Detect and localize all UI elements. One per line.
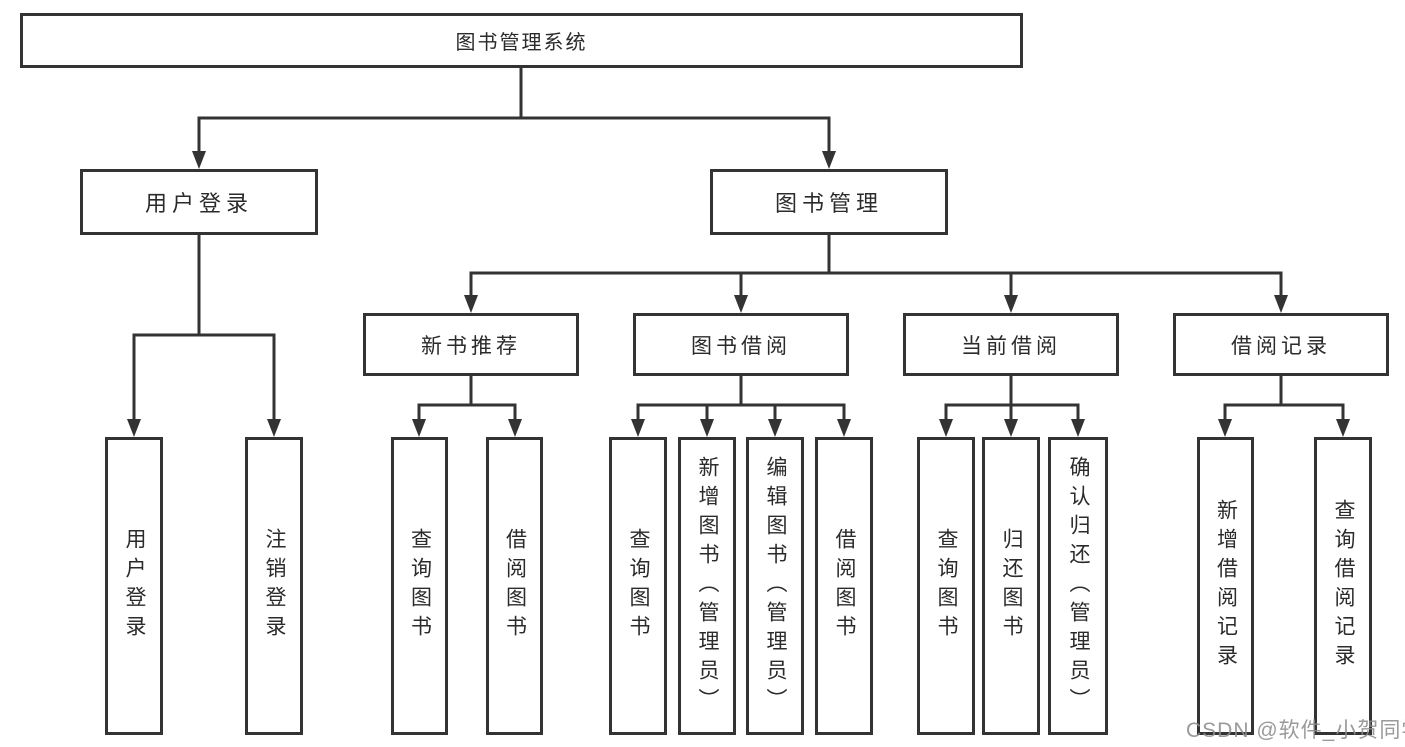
node-label: 图书借阅 (691, 334, 791, 358)
node-label: 图书管理系统 (455, 32, 588, 54)
node-label: 新增图书（管理员） (696, 455, 719, 717)
leaf-query-books-recommend: 查询图书 (391, 437, 448, 735)
node-book-borrowing: 图书借阅 (633, 313, 849, 376)
node-label: 借阅图书 (833, 528, 856, 644)
leaf-borrow-books-borrow: 借阅图书 (815, 437, 873, 735)
node-borrowing-records: 借阅记录 (1173, 313, 1389, 376)
node-current-borrowing: 当前借阅 (903, 313, 1119, 376)
leaf-add-borrow-record: 新增借阅记录 (1197, 437, 1254, 735)
node-label: 归还图书 (1000, 528, 1023, 644)
node-new-book-recommendation: 新书推荐 (363, 313, 579, 376)
leaf-return-books: 归还图书 (982, 437, 1040, 735)
node-user-login: 用户登录 (80, 169, 318, 235)
node-label: 新书推荐 (421, 334, 521, 358)
watermark: CSDN @软件_小贺同学 (1186, 719, 1405, 742)
node-label: 查询图书 (408, 528, 432, 644)
leaf-query-books-current: 查询图书 (917, 437, 975, 735)
leaf-user-login: 用户登录 (105, 437, 163, 735)
node-label: 用户登录 (144, 191, 253, 216)
node-label: 借阅图书 (503, 528, 527, 644)
leaf-logout-login: 注销登录 (245, 437, 303, 735)
node-book-management: 图书管理 (710, 169, 948, 235)
leaf-confirm-return-admin: 确认归还（管理员） (1048, 437, 1108, 735)
node-label: 用户登录 (123, 528, 146, 644)
leaf-query-books-borrow: 查询图书 (609, 437, 667, 735)
node-label: 借阅记录 (1231, 334, 1331, 358)
node-label: 查询图书 (935, 528, 958, 644)
leaf-borrow-books-recommend: 借阅图书 (486, 437, 543, 735)
node-label: 查询借阅记录 (1332, 499, 1355, 673)
node-label: 新增借阅记录 (1214, 499, 1238, 673)
node-label: 查询图书 (627, 528, 650, 644)
node-label: 注销登录 (263, 528, 286, 644)
leaf-add-books-admin: 新增图书（管理员） (678, 437, 736, 735)
leaf-edit-books-admin: 编辑图书（管理员） (746, 437, 804, 735)
node-label: 图书管理 (774, 191, 883, 216)
node-label: 确认归还（管理员） (1067, 455, 1090, 717)
leaf-query-borrow-record: 查询借阅记录 (1314, 437, 1372, 735)
node-label: 当前借阅 (961, 334, 1061, 358)
node-label: 编辑图书（管理员） (764, 455, 787, 717)
node-library-system: 图书管理系统 (20, 13, 1023, 68)
